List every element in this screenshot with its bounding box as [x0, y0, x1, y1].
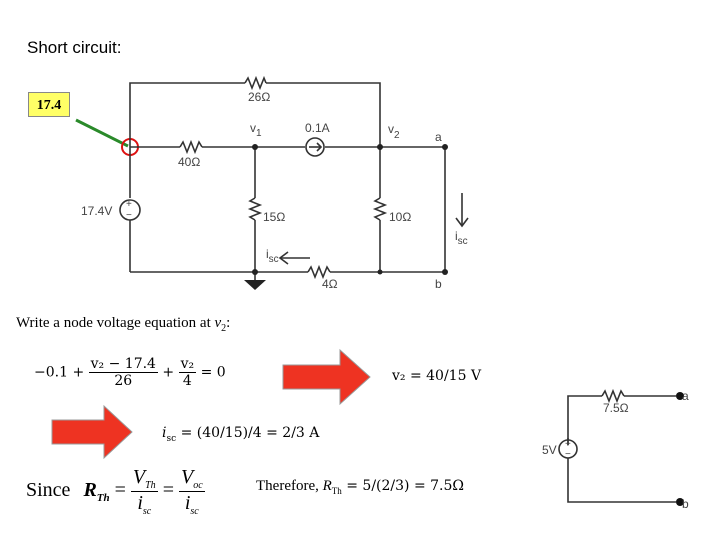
- voltage-callout: 17.4: [28, 92, 70, 117]
- svg-text:−: −: [126, 210, 132, 221]
- label-source-i: 0.1A: [305, 121, 330, 135]
- wire-top-right: [266, 82, 381, 147]
- resistor-10: [372, 197, 388, 221]
- current-source: [305, 137, 325, 157]
- label-source-v: 17.4V: [81, 204, 112, 218]
- label-terminal-b: b: [435, 277, 442, 291]
- label-r15: 15Ω: [263, 210, 285, 224]
- ground-symbol: [244, 280, 266, 290]
- arrow-right-1: [282, 348, 371, 406]
- label-r4: 4Ω: [322, 277, 338, 291]
- node-equation-intro: Write a node voltage equation at v2:: [16, 315, 231, 334]
- label-v1: v1: [250, 121, 262, 139]
- resistor-15: [247, 197, 263, 221]
- slide-title: Short circuit:: [27, 38, 122, 57]
- wire-top-left: [129, 82, 245, 147]
- isc-result: isc = (40/15)/4 = 2/3 A: [162, 425, 320, 444]
- label-isc-bottom: isc: [266, 247, 279, 265]
- label-rth: 7.5Ω: [603, 401, 629, 415]
- svg-text:+: +: [565, 439, 571, 450]
- label-isc-right: isc: [455, 229, 468, 247]
- label-th-a: a: [682, 389, 689, 403]
- resistor-40: [179, 139, 203, 155]
- label-r10: 10Ω: [389, 210, 411, 224]
- label-th-b: b: [682, 497, 689, 511]
- label-vth: 5V: [542, 443, 557, 457]
- resistor-4: [307, 264, 331, 280]
- therefore-rth: Therefore, RTh = 5/(2/3) = 7.5Ω: [256, 478, 465, 496]
- v2-result: v₂ = 40/15 V: [392, 368, 482, 384]
- label-terminal-a: a: [435, 130, 442, 144]
- arrow-right-2: [51, 404, 133, 460]
- svg-text:−: −: [565, 449, 571, 460]
- resistor-26: [244, 75, 267, 91]
- thevenin-circuit: [558, 388, 676, 503]
- svg-text:+: +: [126, 199, 132, 210]
- label-v2: v2: [388, 122, 400, 141]
- label-r40: 40Ω: [178, 155, 200, 169]
- label-r26: 26Ω: [248, 90, 270, 104]
- callout-leader: [75, 118, 129, 148]
